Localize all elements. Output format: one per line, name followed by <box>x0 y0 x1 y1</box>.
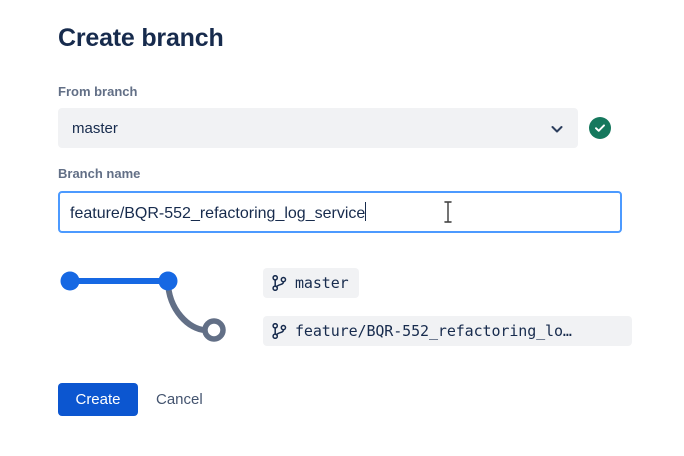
branch-chip-master: master <box>263 268 359 298</box>
create-button[interactable]: Create <box>58 383 138 416</box>
branch-chip-label: master <box>295 274 349 292</box>
branch-icon <box>272 274 287 292</box>
branch-name-input[interactable]: feature/BQR-552_refactoring_log_service <box>58 191 622 233</box>
chevron-down-icon <box>549 121 565 137</box>
commit-node-2 <box>158 271 178 291</box>
from-branch-select[interactable]: master <box>58 108 578 148</box>
branch-graph <box>50 258 250 358</box>
page-title: Create branch <box>58 24 224 52</box>
branch-icon <box>272 322 287 340</box>
from-branch-value: master <box>72 120 118 137</box>
text-caret <box>365 202 367 221</box>
commit-node-1 <box>60 271 80 291</box>
branch-chip-feature: feature/BQR-552_refactoring_lo… <box>263 316 632 346</box>
cancel-button[interactable]: Cancel <box>150 383 209 416</box>
branch-chip-label: feature/BQR-552_refactoring_lo… <box>295 322 572 340</box>
from-branch-label: From branch <box>58 84 138 99</box>
new-branch-node <box>202 318 226 342</box>
check-icon <box>595 124 605 132</box>
branch-name-label: Branch name <box>58 166 141 181</box>
branch-valid-status-badge <box>589 117 611 139</box>
branch-name-value: feature/BQR-552_refactoring_log_service <box>70 205 366 222</box>
